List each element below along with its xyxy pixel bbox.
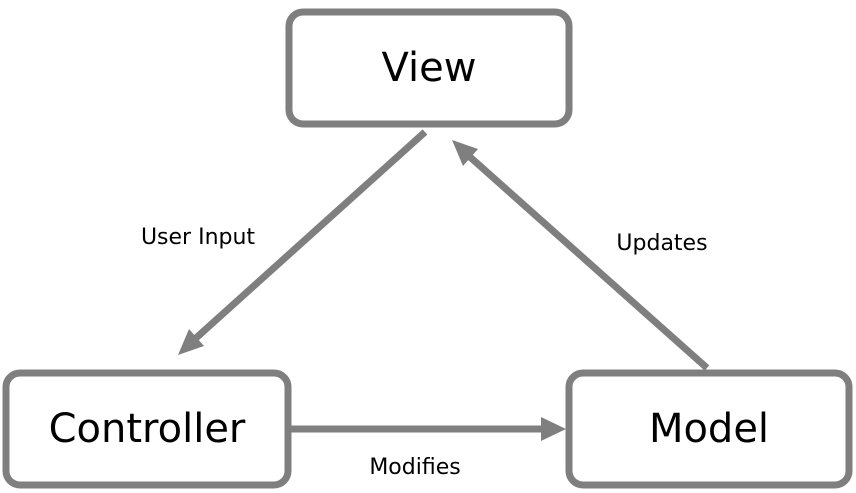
view-node-box xyxy=(285,8,573,128)
modifies-arrowhead xyxy=(541,417,566,441)
updates-arrowhead xyxy=(452,140,478,166)
user-input-arrowhead xyxy=(178,329,204,355)
modifies-label: Modifies xyxy=(369,455,460,480)
updates-label: Updates xyxy=(616,231,707,256)
modifies-arrow xyxy=(291,417,566,441)
user-input-arrow xyxy=(178,129,428,355)
updates-arrow xyxy=(452,140,710,371)
model-node-label: Model xyxy=(649,406,769,452)
controller-node: Controller xyxy=(2,369,292,489)
view-node-label: View xyxy=(382,45,477,91)
view-node: View xyxy=(285,8,573,128)
user-input-label: User Input xyxy=(141,225,255,250)
controller-node-label: Controller xyxy=(49,406,246,452)
controller-node-box xyxy=(2,369,292,489)
user-input-arrow-shaft xyxy=(193,129,428,341)
model-node: Model xyxy=(565,369,853,489)
model-node-box xyxy=(565,369,853,489)
updates-arrow-shaft xyxy=(467,154,710,371)
